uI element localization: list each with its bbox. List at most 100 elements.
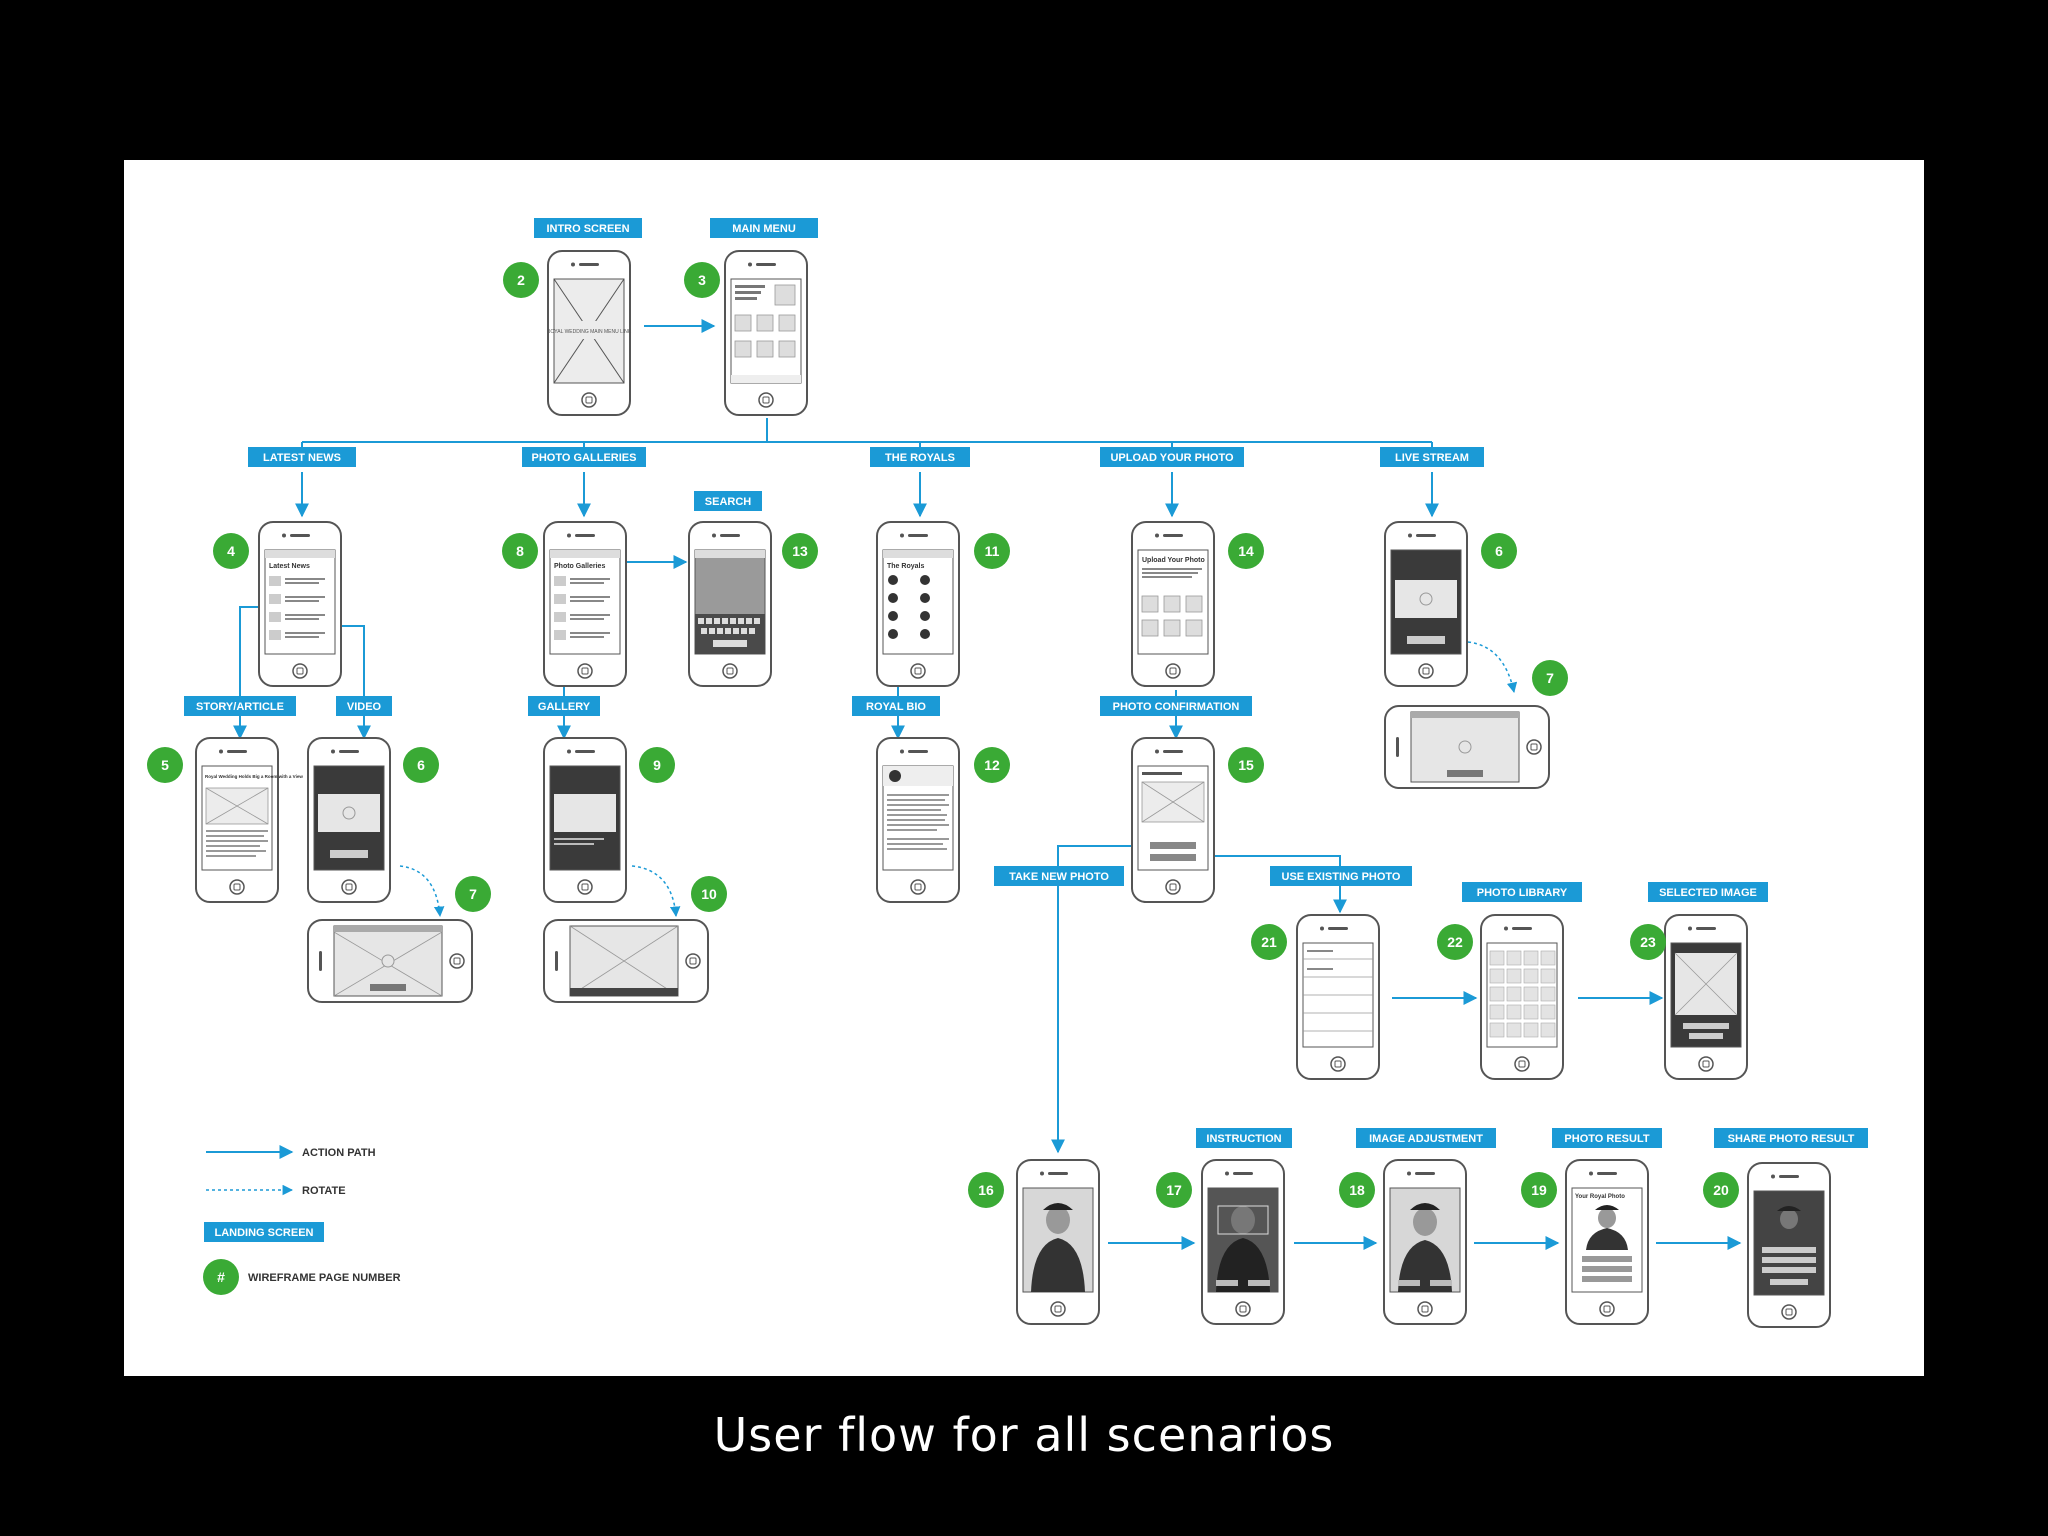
label-image-adjustment: IMAGE ADJUSTMENT: [1356, 1128, 1496, 1148]
phone-video[interactable]: [307, 737, 391, 903]
phone-story-article[interactable]: Royal Wedding Holds Big a Room with a Vi…: [195, 737, 303, 903]
badge-21-number: 21: [1261, 934, 1277, 950]
badge-4: 4: [213, 533, 249, 569]
label-intro-screen: INTRO SCREEN: [534, 218, 642, 238]
phone-use-existing[interactable]: [1296, 914, 1380, 1080]
badge-6-live-stream: 6: [1481, 533, 1517, 569]
legend-action-path: ACTION PATH: [302, 1147, 376, 1159]
label-upload-text: UPLOAD YOUR PHOTO: [1110, 452, 1233, 464]
label-take-new-photo: TAKE NEW PHOTO: [994, 866, 1124, 886]
badge-10-number: 10: [701, 886, 717, 902]
phone-gallery-landscape[interactable]: [543, 919, 709, 1003]
legend-landing-screen-chip: [204, 1222, 324, 1242]
badge-16: 16: [968, 1172, 1004, 1208]
badge-16-number: 16: [978, 1182, 994, 1198]
phone-live-stream-landscape[interactable]: [1384, 705, 1550, 789]
badge-7-video-number: 7: [469, 886, 477, 902]
badge-6-live-stream-number: 6: [1495, 543, 1503, 559]
label-search: SEARCH: [694, 491, 762, 511]
phone-video-landscape[interactable]: [307, 919, 473, 1003]
label-photo-result: PHOTO RESULT: [1552, 1128, 1662, 1148]
flow-diagram-panel: ROYAL WEDDING MAIN MENU LINK Latest News…: [124, 160, 1924, 1376]
label-photo-library: PHOTO LIBRARY: [1462, 882, 1582, 902]
phone-photo-library[interactable]: [1480, 914, 1564, 1080]
badge-13: 13: [782, 533, 818, 569]
phone-main-menu[interactable]: [724, 250, 808, 416]
label-photo-library-text: PHOTO LIBRARY: [1477, 887, 1568, 899]
badge-22-number: 22: [1447, 934, 1463, 950]
badge-12-number: 12: [984, 757, 1000, 773]
label-video: VIDEO: [336, 696, 392, 716]
label-latest-news-text: LATEST NEWS: [263, 452, 341, 464]
label-photo-confirmation: PHOTO CONFIRMATION: [1100, 696, 1252, 716]
badge-23-number: 23: [1640, 934, 1656, 950]
page-number-badges: 2 3 4 8 13 11 14 6 7 5 6 7 9 10 12 15 21…: [147, 262, 1739, 1208]
badge-20-number: 20: [1713, 1182, 1729, 1198]
legend: ACTION PATH ROTATE LANDING SCREEN # WIRE…: [203, 1145, 401, 1295]
label-gallery-text: GALLERY: [538, 701, 591, 713]
photo-galleries-screen-title: Photo Galleries: [554, 563, 605, 570]
badge-12: 12: [974, 747, 1010, 783]
badge-10: 10: [691, 876, 727, 912]
label-photo-galleries-text: PHOTO GALLERIES: [532, 452, 637, 464]
label-selected-image: SELECTED IMAGE: [1648, 882, 1768, 902]
upload-photo-screen-title: Upload Your Photo: [1142, 557, 1205, 564]
label-main-menu-text: MAIN MENU: [732, 223, 796, 235]
badge-2: 2: [503, 262, 539, 298]
label-photo-result-text: PHOTO RESULT: [1564, 1133, 1649, 1145]
badge-7-live-stream: 7: [1532, 660, 1568, 696]
rotate-live-stream: [1467, 641, 1518, 694]
label-photo-galleries: PHOTO GALLERIES: [522, 447, 646, 467]
phone-royal-bio[interactable]: [876, 737, 960, 903]
phone-photo-confirmation[interactable]: [1131, 737, 1215, 903]
phone-search[interactable]: [688, 521, 772, 687]
intro-screen-text: ROYAL WEDDING MAIN MENU LINK: [547, 329, 632, 335]
label-share-photo-result: SHARE PHOTO RESULT: [1714, 1128, 1868, 1148]
phone-latest-news[interactable]: Latest News: [258, 521, 342, 687]
label-the-royals-text: THE ROYALS: [885, 452, 955, 464]
badge-23: 23: [1630, 924, 1666, 960]
badge-18: 18: [1339, 1172, 1375, 1208]
phone-upload-photo[interactable]: Upload Your Photo: [1131, 521, 1215, 687]
badge-9: 9: [639, 747, 675, 783]
label-photo-confirmation-text: PHOTO CONFIRMATION: [1113, 701, 1240, 713]
badge-11-number: 11: [985, 543, 1000, 559]
phone-photo-result[interactable]: Your Royal Photo: [1565, 1159, 1649, 1325]
badge-6-video-number: 6: [417, 757, 425, 773]
phone-live-stream[interactable]: [1384, 521, 1468, 687]
phone-photo-galleries[interactable]: Photo Galleries: [543, 521, 627, 687]
label-the-royals: THE ROYALS: [870, 447, 970, 467]
label-selected-image-text: SELECTED IMAGE: [1659, 887, 1757, 899]
phone-share-photo-result[interactable]: [1747, 1162, 1831, 1328]
phone-intro[interactable]: ROYAL WEDDING MAIN MENU LINK: [547, 250, 632, 416]
legend-rotate: ROTATE: [302, 1185, 346, 1197]
phone-image-adjustment[interactable]: [1383, 1159, 1467, 1325]
phone-selected-image[interactable]: [1664, 914, 1748, 1080]
badge-19: 19: [1521, 1172, 1557, 1208]
badge-15-number: 15: [1238, 757, 1254, 773]
badge-15: 15: [1228, 747, 1264, 783]
badge-7-video: 7: [455, 876, 491, 912]
label-story-article: STORY/ARTICLE: [184, 696, 296, 716]
path-confirm-to-use-existing: [1186, 855, 1347, 914]
label-take-new-photo-text: TAKE NEW PHOTO: [1009, 871, 1109, 883]
phone-take-new-photo[interactable]: [1016, 1159, 1100, 1325]
badge-9-number: 9: [653, 757, 661, 773]
badge-4-number: 4: [227, 543, 235, 559]
label-instruction: INSTRUCTION: [1196, 1128, 1292, 1148]
phone-gallery[interactable]: [543, 737, 627, 903]
badge-14-number: 14: [1238, 543, 1254, 559]
phone-instruction[interactable]: [1201, 1159, 1285, 1325]
label-share-photo-result-text: SHARE PHOTO RESULT: [1728, 1133, 1855, 1145]
rotate-paths: [399, 641, 1518, 918]
badge-2-number: 2: [517, 272, 525, 288]
legend-landing-screen: LANDING SCREEN: [214, 1227, 313, 1239]
phone-the-royals[interactable]: The Royals: [876, 521, 960, 687]
badge-19-number: 19: [1531, 1182, 1547, 1198]
legend-badge: [203, 1259, 239, 1295]
label-live-stream-text: LIVE STREAM: [1395, 452, 1469, 464]
badge-14: 14: [1228, 533, 1264, 569]
badge-5-number: 5: [161, 757, 169, 773]
label-use-existing-photo-text: USE EXISTING PHOTO: [1282, 871, 1401, 883]
label-latest-news: LATEST NEWS: [248, 447, 356, 467]
